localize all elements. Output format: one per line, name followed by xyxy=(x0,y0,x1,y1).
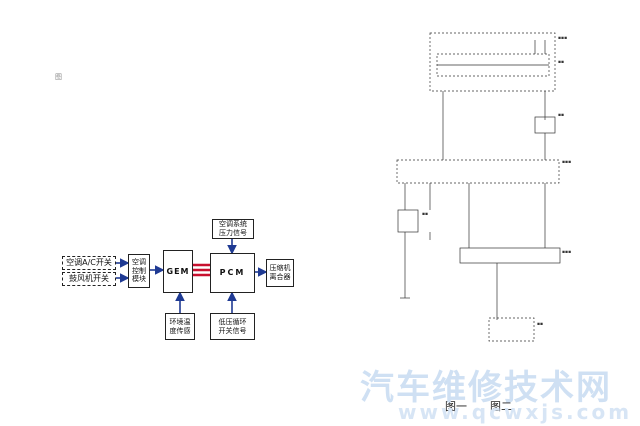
ambient-sensor-label: 环境温 度传感 xyxy=(169,317,191,335)
low-pressure-switch-label: 低压循环 开关信号 xyxy=(218,317,247,335)
pcm-label: PCM xyxy=(219,268,246,277)
schematic-label-7: ▪▪ xyxy=(537,322,544,327)
compressor-clutch-box: 压缩机 离合器 xyxy=(266,259,294,287)
watermark-url: www.qcwxjs.com xyxy=(398,400,633,424)
ac-switch-box: 空调A/C开关 xyxy=(62,256,116,270)
ac-switch-label: 空调A/C开关 xyxy=(66,258,112,267)
schematic-label-6: ▪▪▪ xyxy=(562,250,572,255)
pcm-box: PCM xyxy=(210,253,255,293)
compressor-clutch-label: 压缩机 离合器 xyxy=(269,264,291,281)
left-marker: 图 xyxy=(55,73,62,81)
control-module-box: 空调 控制 模块 xyxy=(128,254,150,288)
schematic-label-5: ▪▪ xyxy=(422,212,429,217)
low-pressure-switch-box: 低压循环 开关信号 xyxy=(210,313,255,340)
figure2-caption: 图二 xyxy=(490,400,512,413)
schematic-label-3: ▪▪ xyxy=(558,113,565,118)
watermark-title: 汽车维修技术网 xyxy=(360,368,612,408)
gem-label: GEM xyxy=(166,266,190,276)
schematic-label-2: ▪▪ xyxy=(558,60,565,65)
gem-box: GEM xyxy=(163,250,193,293)
control-module-label: 空调 控制 模块 xyxy=(132,257,146,284)
pressure-signal-box: 空调系统 压力信号 xyxy=(212,219,254,239)
pressure-signal-label: 空调系统 压力信号 xyxy=(219,220,247,237)
wiring-schematic xyxy=(396,32,561,342)
figure1-caption: 图一 xyxy=(445,400,467,413)
blower-switch-label: 鼓风机开关 xyxy=(69,274,109,283)
schematic-label-4: ▪▪▪ xyxy=(562,160,572,165)
schematic-label-1: ▪▪▪ xyxy=(558,36,568,41)
blower-switch-box: 鼓风机开关 xyxy=(62,272,116,286)
ambient-sensor-box: 环境温 度传感 xyxy=(165,313,195,340)
